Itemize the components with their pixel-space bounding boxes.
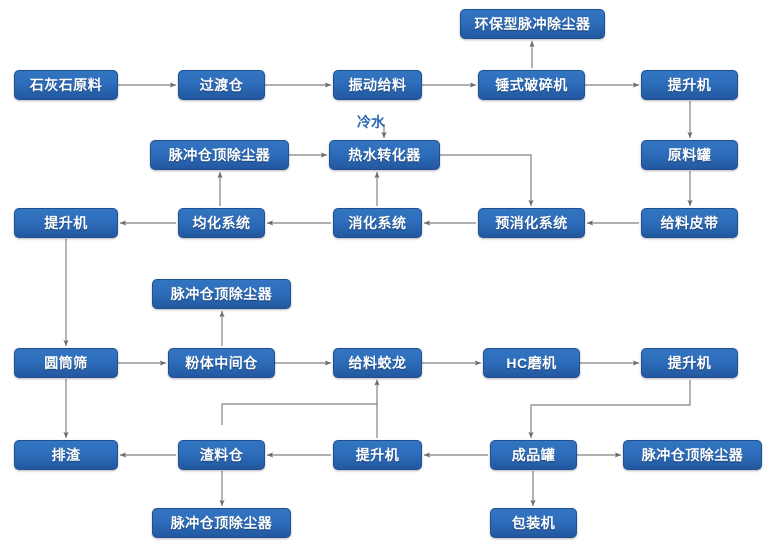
process-node-n4[interactable]: 锤式破碎机 <box>478 70 585 100</box>
process-node-label: 提升机 <box>355 447 400 463</box>
process-node-n17[interactable]: 粉体中间仓 <box>168 348 275 378</box>
process-node-label: 提升机 <box>44 215 88 231</box>
process-node-n19[interactable]: HC磨机 <box>483 348 580 378</box>
process-node-n21[interactable]: 排渣 <box>14 440 118 470</box>
process-node-label: 石灰石原料 <box>29 77 103 93</box>
process-node-label: 环保型脉冲除尘器 <box>474 16 591 32</box>
connector-c30 <box>221 403 378 438</box>
process-node-n18[interactable]: 给料蛟龙 <box>333 348 422 378</box>
process-node-label: 预消化系统 <box>495 215 568 231</box>
process-node-n3[interactable]: 振动给料 <box>333 70 422 100</box>
process-node-n23[interactable]: 提升机 <box>333 440 422 470</box>
process-node-n15[interactable]: 脉冲仓顶除尘器 <box>152 279 291 309</box>
process-node-label: 脉冲仓顶除尘器 <box>641 447 744 463</box>
process-node-n26[interactable]: 脉冲仓顶除尘器 <box>152 508 291 538</box>
process-node-n8[interactable]: 脉冲仓顶除尘器 <box>150 140 289 170</box>
process-node-n6[interactable]: 环保型脉冲除尘器 <box>460 9 605 39</box>
process-node-label: 消化系统 <box>348 215 407 231</box>
process-node-label: 成品罐 <box>511 447 556 463</box>
annotation-label-t1: 冷水 <box>357 114 385 130</box>
connector-c16 <box>440 154 534 207</box>
process-node-n24[interactable]: 成品罐 <box>490 440 577 470</box>
process-node-label: HC磨机 <box>506 355 557 371</box>
process-node-label: 均化系统 <box>192 215 251 231</box>
process-node-label: 过渡仓 <box>199 77 244 93</box>
process-node-n12[interactable]: 消化系统 <box>333 208 422 238</box>
connector-c32 <box>528 380 691 439</box>
process-node-label: 排渣 <box>51 447 81 463</box>
process-node-label: 提升机 <box>667 355 712 371</box>
process-node-label: 振动给料 <box>348 77 407 93</box>
process-node-n11[interactable]: 均化系统 <box>178 208 265 238</box>
process-node-label: 提升机 <box>667 77 712 93</box>
process-node-label: 原料罐 <box>667 147 712 163</box>
process-node-n13[interactable]: 预消化系统 <box>478 208 585 238</box>
process-node-n1[interactable]: 石灰石原料 <box>14 70 118 100</box>
process-node-label: 粉体中间仓 <box>185 355 258 371</box>
process-node-n27[interactable]: 包装机 <box>490 508 577 538</box>
process-node-n5[interactable]: 提升机 <box>641 70 738 100</box>
process-node-label: 锤式破碎机 <box>495 77 568 93</box>
process-node-n2[interactable]: 过渡仓 <box>178 70 265 100</box>
process-node-n25[interactable]: 脉冲仓顶除尘器 <box>623 440 762 470</box>
process-node-label: 热水转化器 <box>348 147 421 163</box>
process-node-n14[interactable]: 给料皮带 <box>641 208 738 238</box>
process-node-n7[interactable]: 原料罐 <box>641 140 738 170</box>
process-node-n9[interactable]: 热水转化器 <box>329 140 440 170</box>
process-node-n20[interactable]: 提升机 <box>641 348 738 378</box>
process-node-label: 渣料仓 <box>199 447 244 463</box>
process-node-n10[interactable]: 提升机 <box>14 208 118 238</box>
process-node-label: 脉冲仓顶除尘器 <box>170 515 273 531</box>
process-node-label: 圆筒筛 <box>44 355 88 371</box>
process-node-label: 脉冲仓顶除尘器 <box>170 286 273 302</box>
process-node-n16[interactable]: 圆筒筛 <box>14 348 118 378</box>
process-node-label: 包装机 <box>511 515 556 531</box>
process-node-n22[interactable]: 渣料仓 <box>178 440 265 470</box>
process-node-label: 给料蛟龙 <box>348 355 407 371</box>
process-node-label: 脉冲仓顶除尘器 <box>168 147 271 163</box>
process-node-label: 给料皮带 <box>660 215 719 231</box>
